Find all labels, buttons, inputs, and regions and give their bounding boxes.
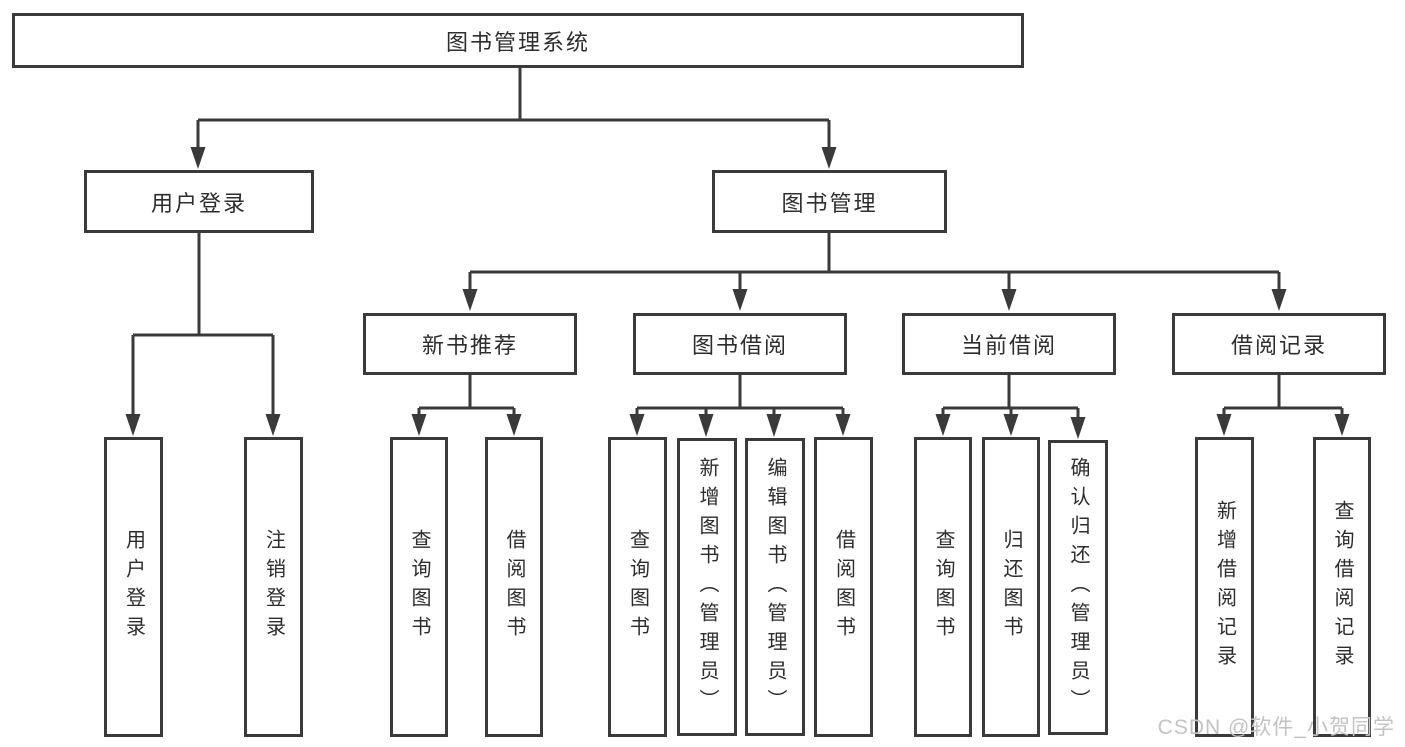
connector-current-borrowing	[935, 375, 1086, 439]
leaf-current-confirm-return-admin: 确认归还（管理员）	[1048, 440, 1108, 735]
node-book-borrowing: 图书借阅	[633, 313, 847, 375]
leaf-label: 查询图书	[408, 529, 430, 645]
arrowhead-icon	[1271, 289, 1287, 311]
leaf-borrow-add-books-admin: 新增图书（管理员）	[677, 438, 737, 736]
leaf-current-query-books: 查询图书	[914, 437, 972, 737]
connector-root	[190, 68, 837, 169]
arrowhead-icon	[1070, 417, 1086, 439]
arrowhead-icon	[125, 414, 141, 436]
leaf-label: 编辑图书（管理员）	[764, 456, 786, 718]
node-book-management: 图书管理	[712, 170, 947, 233]
leaf-label: 注销登录	[262, 529, 285, 645]
arrowhead-icon	[190, 147, 206, 169]
leaf-current-return-books: 归还图书	[982, 437, 1040, 737]
watermark: CSDN @软件_小贺同学	[1157, 716, 1395, 739]
leaf-user-login: 用户登录	[104, 437, 163, 737]
arrowhead-icon	[732, 289, 748, 311]
arrowhead-icon	[411, 414, 427, 436]
arrowhead-icon	[1216, 414, 1232, 436]
leaf-label: 归还图书	[1000, 529, 1022, 645]
leaf-label: 用户登录	[122, 529, 145, 645]
leaf-borrow-query-books: 查询图书	[608, 437, 667, 737]
leaf-records-query-record: 查询借阅记录	[1313, 437, 1371, 737]
arrowhead-icon	[821, 147, 837, 169]
arrowhead-icon	[835, 414, 851, 436]
node-user-login: 用户登录	[84, 170, 314, 233]
node-current-borrowing: 当前借阅	[902, 313, 1116, 375]
leaf-borrow-edit-books-admin: 编辑图书（管理员）	[745, 438, 805, 736]
leaf-label: 查询图书	[626, 529, 649, 645]
arrowhead-icon	[265, 414, 281, 436]
arrowhead-icon	[629, 414, 645, 436]
leaf-label: 查询图书	[932, 529, 954, 645]
node-library-system: 图书管理系统	[12, 13, 1024, 68]
connector-new-book-recommendation	[411, 375, 522, 436]
arrowhead-icon	[935, 414, 951, 436]
connector-book-borrowing	[629, 375, 851, 437]
leaf-label: 新增图书（管理员）	[696, 456, 718, 718]
arrowhead-icon	[766, 414, 782, 437]
connector-book-management	[462, 233, 1287, 311]
arrowhead-icon	[1001, 289, 1017, 311]
leaf-label: 借阅图书	[503, 529, 525, 645]
leaf-borrow-borrow-books: 借阅图书	[814, 437, 873, 737]
leaf-label: 确认归还（管理员）	[1067, 457, 1089, 718]
node-new-book-recommendation: 新书推荐	[363, 313, 577, 375]
connector-borrowing-records	[1216, 375, 1350, 436]
leaf-label: 新增借阅记录	[1213, 500, 1236, 674]
arrowhead-icon	[1003, 414, 1019, 436]
node-borrowing-records: 借阅记录	[1172, 313, 1386, 375]
leaf-recommend-query-books: 查询图书	[390, 437, 448, 737]
arrowhead-icon	[698, 414, 714, 437]
connector-user-login	[125, 233, 281, 436]
leaf-label: 查询借阅记录	[1331, 500, 1353, 674]
arrowhead-icon	[506, 414, 522, 436]
arrowhead-icon	[1334, 414, 1350, 436]
arrowhead-icon	[462, 289, 478, 311]
leaf-label: 借阅图书	[832, 529, 855, 645]
leaf-recommend-borrow-books: 借阅图书	[485, 437, 543, 737]
leaf-logout: 注销登录	[244, 437, 303, 737]
leaf-records-add-record: 新增借阅记录	[1195, 437, 1254, 737]
